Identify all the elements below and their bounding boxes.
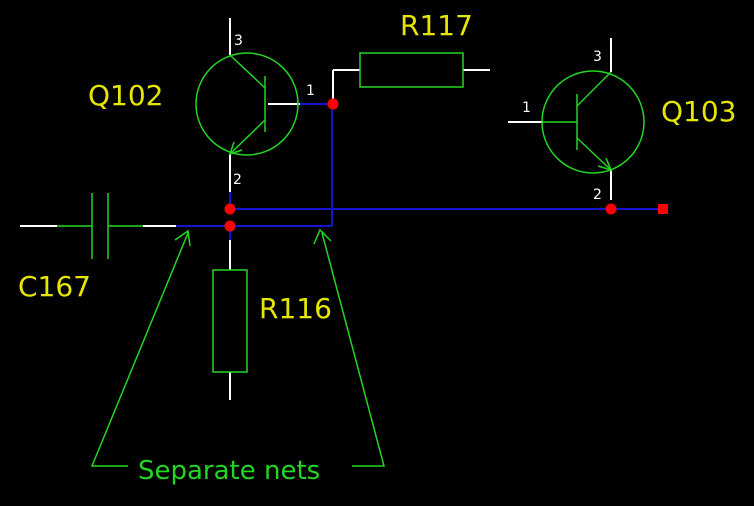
- net-terminal[interactable]: [658, 204, 668, 214]
- q102-pin-collector: 3: [234, 33, 243, 49]
- annotation-left-arrowhead: [174, 229, 191, 247]
- junction-net-b[interactable]: [224, 220, 236, 232]
- q102-emitter-line: [229, 119, 266, 155]
- q103-ref: Q103: [661, 95, 736, 128]
- q103-pin-collector: 3: [593, 49, 602, 65]
- annotation-right-pointer: [321, 232, 385, 467]
- q102-emitter-arrow: [228, 141, 243, 156]
- transistor-q102[interactable]: Q102 3 1 2: [88, 18, 315, 192]
- resistor-r117[interactable]: R117: [333, 9, 490, 88]
- c167-ref: C167: [18, 270, 91, 303]
- q103-pin-emitter: 2: [593, 187, 602, 203]
- junction-net-a[interactable]: [224, 203, 236, 215]
- q102-ref: Q102: [88, 79, 163, 112]
- q103-emitter-arrow: [597, 157, 613, 172]
- transistor-q103[interactable]: Q103 3 1 2: [508, 38, 736, 203]
- q103-collector-line: [576, 71, 612, 107]
- annotation-left-pointer: [90, 232, 189, 467]
- q102-pin-base: 1: [306, 83, 315, 99]
- annotation-right-arrowhead: [313, 228, 332, 245]
- r117-ref: R117: [400, 9, 473, 42]
- junction-q103-emitter[interactable]: [605, 203, 617, 215]
- q102-body: [195, 52, 299, 156]
- q103-pin-base: 1: [522, 100, 531, 116]
- annotation-label: Separate nets: [138, 456, 320, 486]
- q103-emitter-line: [576, 137, 612, 171]
- q102-collector-line: [229, 54, 266, 89]
- r116-ref: R116: [259, 292, 332, 325]
- r116-body: [212, 269, 248, 373]
- resistor-r116[interactable]: R116: [212, 240, 332, 400]
- q103-body: [541, 70, 645, 174]
- separate-nets-annotation: Separate nets: [90, 228, 385, 486]
- capacitor-c167[interactable]: C167: [18, 193, 176, 303]
- r117-body: [359, 52, 464, 88]
- junctions: [224, 98, 668, 232]
- q102-pin-emitter: 2: [233, 172, 242, 188]
- junction-q102-base[interactable]: [327, 98, 339, 110]
